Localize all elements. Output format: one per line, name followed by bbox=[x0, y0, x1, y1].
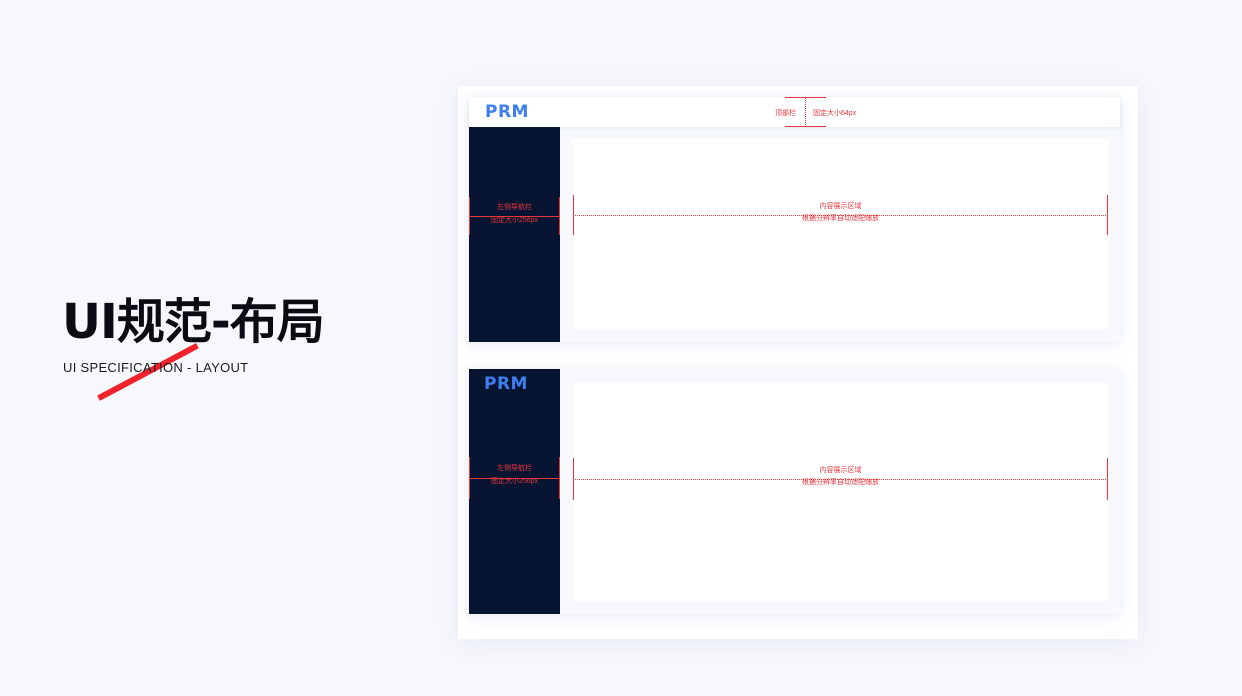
sidebar-dimension-right bbox=[559, 457, 560, 499]
title-block: UI规范-布局 UI SPECIFICATION - LAYOUT bbox=[62, 290, 392, 401]
header-size-label: 固定大小64px bbox=[813, 110, 857, 117]
layout-mockup-without-header: PRM 左侧导航栏 固定大小256px 内容展示区域 根据分辨率自动适配缩放 bbox=[469, 369, 1120, 614]
content-area: 内容展示区域 根据分辨率自动适配缩放 bbox=[573, 383, 1108, 601]
content-dimension-line bbox=[573, 215, 1108, 216]
sidebar-dimension-line bbox=[469, 216, 560, 217]
content-dimension-right bbox=[1107, 458, 1108, 500]
header-dimension-line bbox=[805, 97, 806, 127]
content-label: 内容展示区域 bbox=[819, 467, 862, 474]
sidebar-nav: 左侧导航栏 固定大小256px bbox=[469, 127, 560, 342]
layout-mockup-card: PRM 顶部栏 固定大小64px 左侧导航栏 固定大小256px 内容展示区域 … bbox=[458, 86, 1138, 639]
page-title: UI规范-布局 bbox=[62, 294, 325, 350]
header-bar: PRM 顶部栏 固定大小64px bbox=[469, 97, 1120, 127]
sidebar-dimension-line bbox=[469, 478, 560, 479]
header-label: 顶部栏 bbox=[775, 110, 796, 117]
content-dimension-right bbox=[1107, 195, 1108, 235]
sidebar-size-label: 固定大小256px bbox=[490, 478, 539, 485]
content-dimension-line bbox=[573, 479, 1108, 480]
sidebar-size-label: 固定大小256px bbox=[490, 217, 539, 224]
prm-logo: PRM bbox=[484, 374, 528, 394]
sidebar-nav: PRM 左侧导航栏 固定大小256px bbox=[469, 369, 560, 614]
content-label: 内容展示区域 bbox=[819, 203, 862, 210]
sidebar-label: 左侧导航栏 bbox=[497, 204, 532, 211]
sidebar-dimension-right bbox=[559, 197, 560, 235]
content-area: 内容展示区域 根据分辨率自动适配缩放 bbox=[573, 139, 1108, 329]
layout-mockup-with-header: PRM 顶部栏 固定大小64px 左侧导航栏 固定大小256px 内容展示区域 … bbox=[469, 97, 1120, 342]
header-dimension-cap-bottom bbox=[785, 126, 826, 127]
page-subtitle: UI SPECIFICATION - LAYOUT bbox=[63, 360, 249, 375]
sidebar-label: 左侧导航栏 bbox=[497, 465, 532, 472]
content-note: 根据分辨率自动适配缩放 bbox=[802, 479, 879, 486]
content-note: 根据分辨率自动适配缩放 bbox=[802, 215, 879, 222]
prm-logo: PRM bbox=[485, 102, 529, 122]
